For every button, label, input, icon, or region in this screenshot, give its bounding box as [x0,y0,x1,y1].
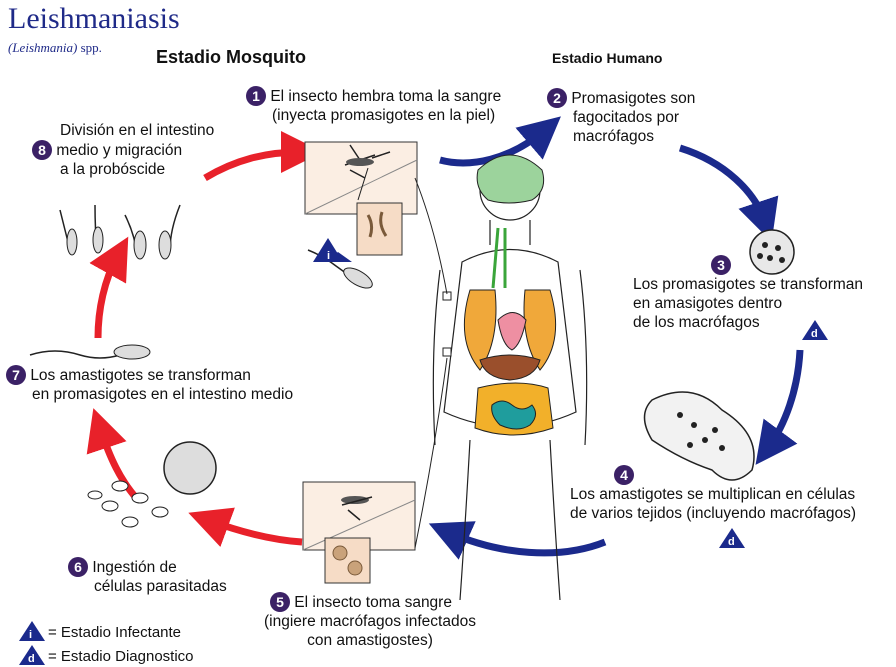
step-7-line-2: en promasigotes en el intestino medio [32,386,294,403]
step-6-badge: 6 [68,557,88,577]
step-1-badge: 1 [246,86,266,106]
transforming-parasite-drawing [29,344,151,360]
macrophage-drawing [749,229,795,275]
step-1-line-2: (inyecta promasigotes en la piel) [272,107,496,124]
svg-text:i: i [327,250,330,262]
diagram-title: Leishmaniasis [8,2,180,35]
arrow-5-to-6 [188,507,303,547]
arrow-8-to-1 [203,131,323,182]
step-3-label: 3 Los promasigotes se transforman en ama… [633,255,863,332]
diagram-subtitle: (Leishmania) spp. [8,40,102,56]
step-4-label: 4 Los amastigotes se multiplican en célu… [570,465,856,523]
infected-cell-drawing [643,391,755,481]
arrow-7-to-8 [89,236,129,339]
step-8-line-2: medio y migración [56,142,183,159]
svg-text:i: i [29,629,32,641]
step-8-badge: 8 [32,140,52,160]
arrow-1-to-2 [439,116,561,167]
step-5-badge: 5 [269,592,290,612]
legend-infective-text: = Estadio Infectante [48,624,182,641]
svg-text:d: d [811,328,818,340]
human-stage-heading: Estadio Humano [552,50,663,66]
legend-diagnostic-text: = Estadio Diagnostico [48,648,194,665]
step-2-badge: 2 [547,88,567,108]
mosquito-stage-heading: Estadio Mosquito [156,47,306,67]
svg-text:d: d [28,653,35,665]
step-2-label: 2 Promasigotes son fagocitados por macró… [547,88,695,146]
step-2-line-3: macrófagos [573,128,654,145]
step-7-line-1: Los amastigotes se transforman [30,367,251,384]
step-1-line-1: El insecto hembra toma la sangre [270,88,502,105]
step-8-line-3: a la probóscide [60,161,166,178]
step-6-line-2: células parasitadas [94,578,227,595]
legend-infective-marker: i [19,621,45,641]
step-3-line-1: Los promasigotes se transforman [633,276,864,293]
step-3-badge: 3 [711,255,731,275]
step-1-label: 1 El insecto hembra toma la sangre (inye… [246,86,501,125]
sandfly-bite-panel [304,141,418,256]
step-8-label: División en el intestino 8 medio y migra… [32,121,214,179]
step-3-line-3: de los macrófagos [633,314,760,331]
step-7-badge: 7 [6,365,26,385]
arrow-4-to-5 [428,521,607,560]
step-4-line-1: Los amastigotes se multiplican en célula… [570,486,856,503]
step-4-badge: 4 [614,465,634,485]
step-4-line-2: de varios tejidos (incluyendo macrófagos… [570,505,857,522]
arrow-6-to-7 [86,408,141,503]
step-5-line-2: (ingiere macrófagos infectados [264,613,476,630]
step-5-label: 5 El insecto toma sangre (ingiere macróf… [246,592,476,650]
arrow-3-to-4 [755,349,804,465]
step-8-line-1: División en el intestino [60,122,215,139]
step-6-label: 6 Ingestión de células parasitadas [68,557,227,596]
promastigote-drawing-1 [307,249,373,289]
legend-diagnostic-marker: d [19,645,45,665]
step-5-line-1: El insecto toma sangre [294,594,452,611]
infective-stage-marker-1: i [313,238,352,262]
arrow-2-to-3 [678,144,779,242]
diagnostic-stage-marker-3: d [802,320,828,340]
sandfly-feed-panel [302,481,416,584]
step-5-line-3: con amastigostes) [307,632,433,649]
dividing-promastigotes-drawing [59,204,181,260]
step-3-line-2: en amasigotes dentro [633,295,783,312]
parasitized-cells-drawing [87,441,217,528]
step-6-line-1: Ingestión de [92,559,177,576]
spp-label: spp. [77,40,102,55]
human-body-figure [414,154,588,601]
step-7-label: 7 Los amastigotes se transforman en prom… [6,365,293,404]
genus-label: (Leishmania) [8,40,78,55]
diagnostic-stage-marker-4: d [719,528,745,548]
step-2-line-1: Promasigotes son [571,90,696,107]
svg-text:d: d [728,536,735,548]
step-2-line-2: fagocitados por [573,109,679,126]
